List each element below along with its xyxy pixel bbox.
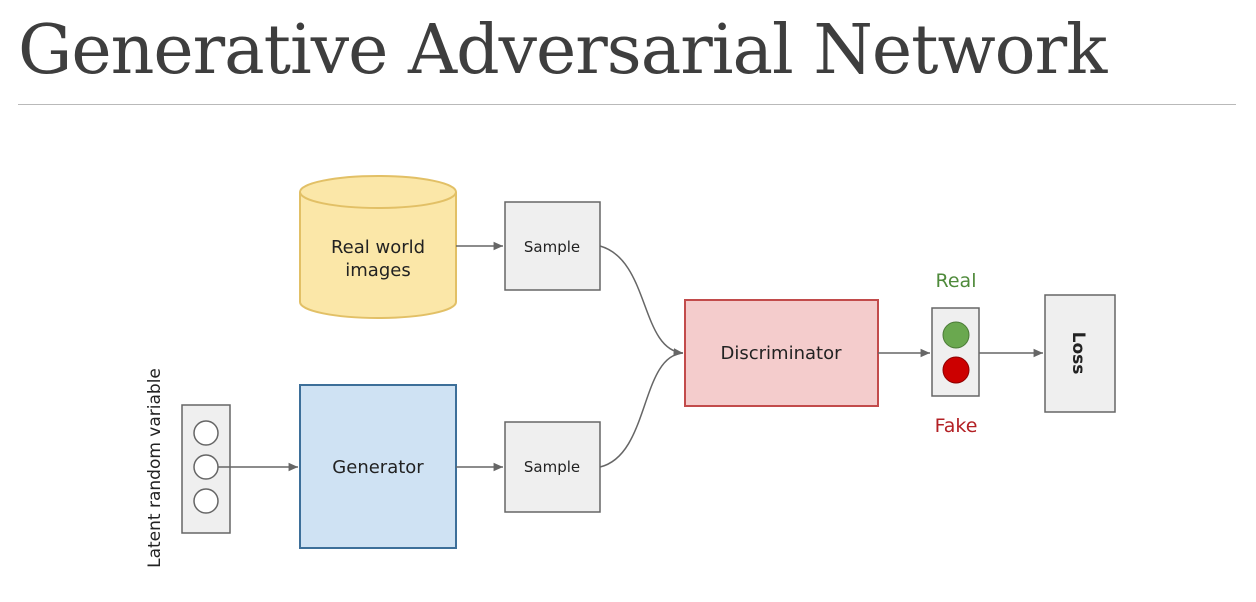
sample-top-label: Sample xyxy=(524,238,580,256)
latent-variable-box xyxy=(181,404,231,534)
fake-label: Fake xyxy=(935,415,978,437)
latent-node-3 xyxy=(193,488,219,514)
real-label: Real xyxy=(936,270,977,292)
output-indicator xyxy=(931,307,980,397)
discriminator-label: Discriminator xyxy=(721,343,843,364)
sample-box-bottom: Sample xyxy=(504,421,601,513)
latent-node-1 xyxy=(193,420,219,446)
generator-label: Generator xyxy=(332,457,424,478)
sample-box-top: Sample xyxy=(504,201,601,291)
curve-sample-bottom-to-discriminator xyxy=(599,352,684,468)
loss-label: Loss xyxy=(1068,332,1088,375)
page-title: Generative Adversarial Network xyxy=(18,11,1107,90)
database-label-line2: images xyxy=(345,260,410,281)
database-body xyxy=(299,192,457,319)
loss-block: Loss xyxy=(1044,294,1116,413)
discriminator-block: Discriminator xyxy=(684,299,879,407)
real-images-database: Real world images xyxy=(299,175,457,319)
latent-node-2 xyxy=(193,454,219,480)
title-divider xyxy=(18,104,1236,105)
generator-block: Generator xyxy=(299,384,457,549)
database-label-line1: Real world xyxy=(331,237,425,258)
real-light xyxy=(942,321,970,349)
latent-variable-label: Latent random variable xyxy=(145,368,165,568)
sample-bottom-label: Sample xyxy=(524,458,580,476)
fake-light xyxy=(942,356,970,384)
curve-sample-top-to-discriminator xyxy=(599,245,684,357)
database-top xyxy=(299,175,457,209)
